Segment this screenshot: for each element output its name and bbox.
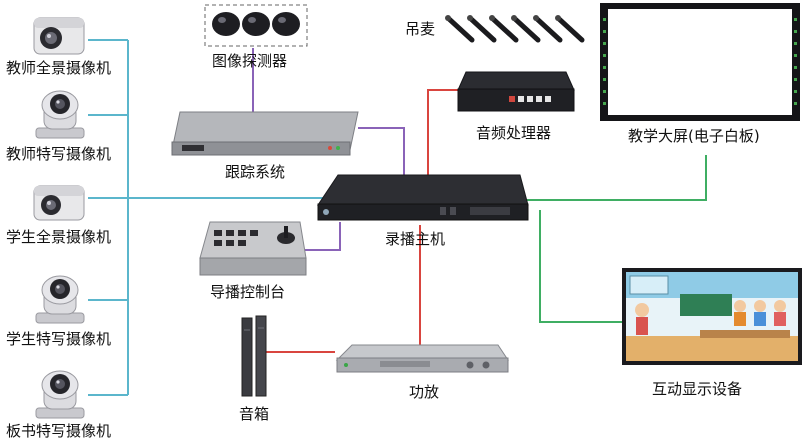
interactive-display: [622, 268, 802, 365]
label-blackboard-closeup-camera: 板书特写摄像机: [6, 422, 112, 440]
label-interactive-display: 互动显示设备: [652, 380, 743, 398]
hanging-microphones: [445, 15, 585, 43]
tracking-host-line: [358, 127, 405, 183]
label-student-panorama-camera: 学生全景摄像机: [6, 228, 112, 246]
host-interactive-line: [539, 210, 622, 323]
label-amplifier: 功放: [409, 383, 440, 401]
teacher-closeup-camera: [35, 90, 85, 139]
connection-lines: [88, 39, 707, 396]
host-bigscreen-line: [525, 155, 707, 201]
label-teacher-panorama-camera: 教师全景摄像机: [6, 59, 112, 77]
label-image-detector: 图像探测器: [212, 52, 288, 70]
recording-host-device: [317, 174, 529, 221]
label-teaching-big-screen: 教学大屏(电子白板): [628, 127, 760, 145]
label-student-closeup-camera: 学生特写摄像机: [6, 330, 112, 348]
tracking-system-device: [171, 111, 359, 156]
label-recording-host: 录播主机: [385, 230, 446, 248]
director-host-line: [305, 222, 341, 251]
image-detector: [204, 4, 308, 47]
teaching-big-screen: [600, 3, 800, 121]
audio-processor-device: [457, 71, 575, 112]
amplifier-device: [335, 344, 509, 373]
audioproc-host-line: [427, 89, 458, 180]
student-closeup-camera: [35, 275, 85, 324]
label-tracking-system: 跟踪系统: [225, 163, 286, 181]
student-panorama-camera: [33, 185, 85, 221]
label-speaker: 音箱: [239, 405, 270, 423]
director-console-device: [199, 221, 307, 276]
teacher-panorama-camera: [33, 17, 85, 55]
speaker-device: [241, 315, 267, 397]
label-teacher-closeup-camera: 教师特写摄像机: [6, 145, 112, 163]
label-director-console: 导播控制台: [210, 283, 286, 301]
blackboard-closeup-camera: [35, 370, 85, 419]
label-audio-processor: 音频处理器: [476, 124, 552, 142]
label-hanging-mic: 吊麦: [405, 20, 436, 38]
